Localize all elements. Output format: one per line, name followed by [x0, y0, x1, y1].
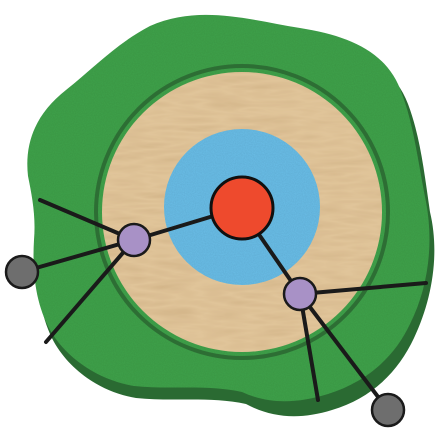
end-node-bottom-right — [372, 394, 404, 426]
end-node-left — [6, 256, 38, 288]
core-node — [211, 177, 273, 239]
hub-node-left — [118, 224, 150, 256]
hub-node-right — [284, 278, 316, 310]
